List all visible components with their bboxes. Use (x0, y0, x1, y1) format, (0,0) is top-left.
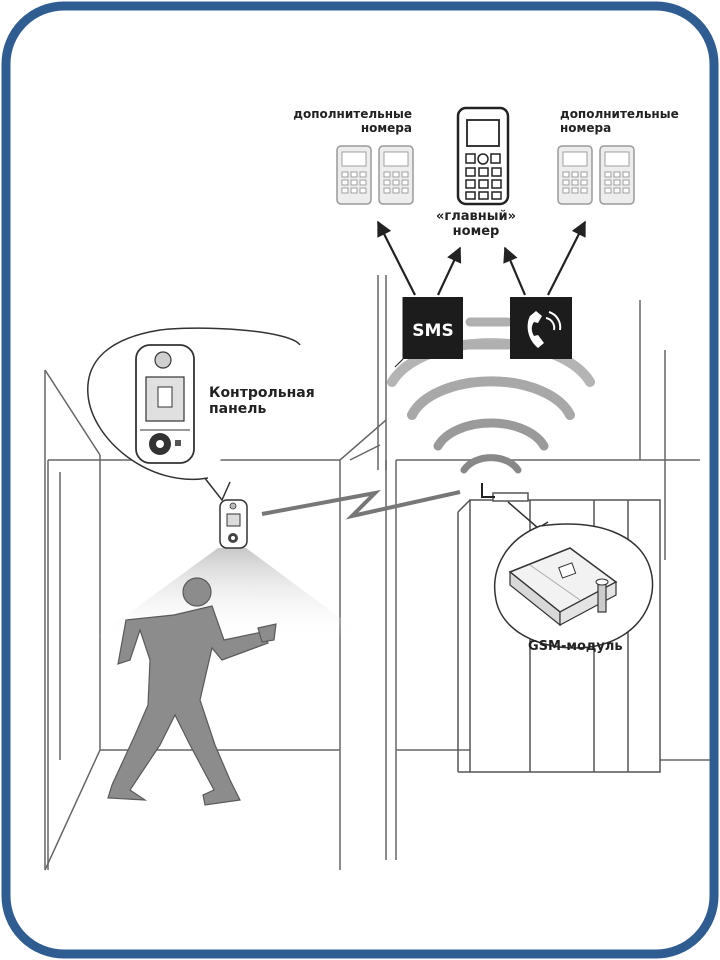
person-silhouette-icon (107, 577, 277, 806)
main-number-line2: номер (452, 223, 500, 239)
phone-handset-icon (510, 297, 572, 359)
control-panel-label: Контрольная панель (209, 385, 349, 417)
sms-badge-text: SMS (412, 321, 453, 341)
extra-numbers-label-left: дополнительные номера (262, 107, 412, 136)
control-panel-line2: панель (209, 401, 267, 418)
gsm-module-callout (494, 501, 654, 649)
extra-numbers-right-line2: номера (560, 120, 612, 135)
antenna-mark (481, 483, 495, 498)
notification-arrows (377, 220, 586, 296)
main-phone-icon (456, 106, 510, 206)
motion-sensor-icon (219, 499, 248, 549)
extra-numbers-label-right: дополнительные номера (560, 107, 710, 136)
extra-numbers-left-line2: номера (360, 120, 412, 135)
control-panel-closeup (135, 344, 195, 464)
gsm-module-icon (508, 547, 618, 627)
control-panel-line1: Контрольная (209, 385, 315, 401)
wifi-signal-icon (387, 317, 595, 474)
wireless-link (261, 489, 461, 520)
main-number-label: «главный» номер (416, 209, 536, 240)
extra-numbers-left-line1: дополнительные (293, 107, 412, 121)
extra-numbers-right-line1: дополнительные (560, 107, 679, 121)
control-panel-callout (87, 327, 301, 501)
sms-icon: SMS (394, 297, 463, 368)
main-number-line1: «главный» (436, 209, 516, 224)
gsm-module-label: GSM-модуль (528, 639, 623, 654)
